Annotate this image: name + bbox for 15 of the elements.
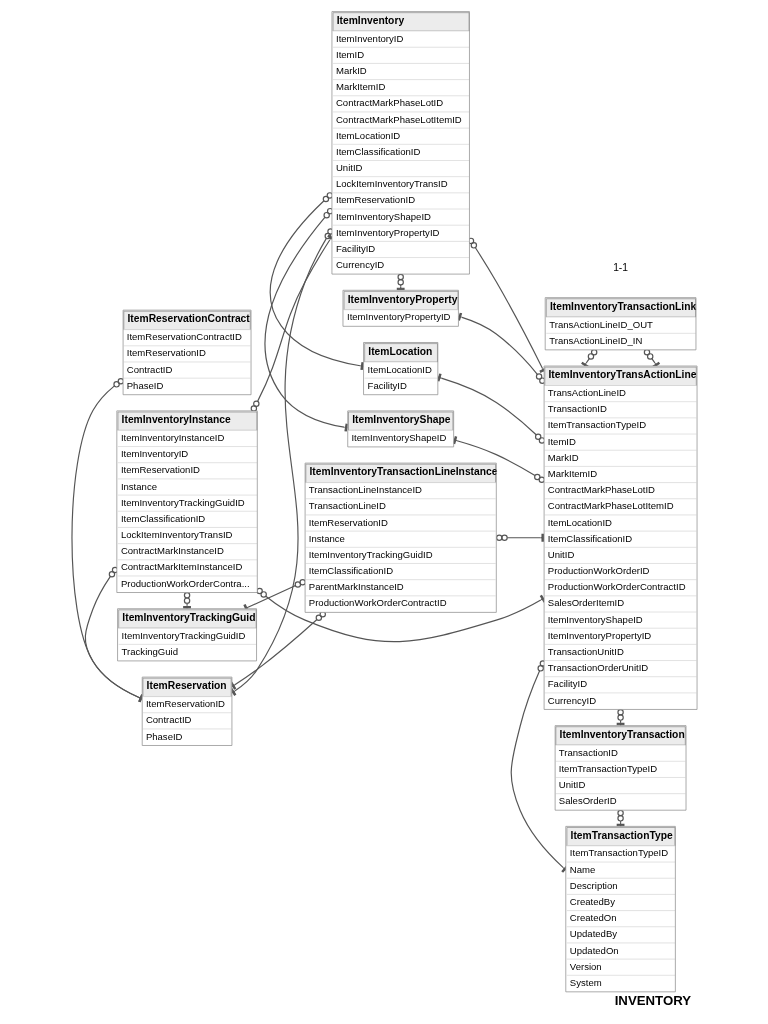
node-text: ItemReservation ItemReservationID ContractID PhaseID (145, 680, 227, 742)
label: 1-1 (612, 261, 628, 273)
node-text: ItemInventoryTransaction TransactionID ItemTransactionTypeID UnitID SalesOrderID (558, 728, 685, 807)
node-text: ItemInventoryTrackingGuid ItemInventoryTrackingGuidID TrackingGuid (121, 611, 255, 657)
node-text: ItemLocation ItemLocationID FacilityID (367, 345, 432, 391)
node-text: ItemInventoryShape ItemInventoryShapeID (350, 414, 450, 443)
node-text: ItemInventoryProperty ItemInventoryPropertyID (346, 293, 457, 323)
node-text: ItemInventory ItemInventoryID ItemID MarkID MarkItemID ContractMarkPhaseLotID ContractMarkPhaseLotItemID ItemLocationID ItemClassificationID UnitID LockItemInventoryTransID ItemReservationID ItemInventoryShapeID ItemInventoryPropertyID FacilityID CurrencyID (335, 14, 462, 271)
node-text: ItemTransactionType ItemTransactionTypeID Name Description CreatedBy CreatedOn UpdatedBy UpdatedOn Version System (569, 829, 673, 988)
node-text: ItemReservationContract ItemReservationContractID ItemReservationID ContractID PhaseID (126, 313, 250, 391)
node-text: ItemInventoryTransActionLine TransActionLineID TransactionID ItemTransactionTypeID ItemID MarkID MarkItemID ContractMarkPhaseLotID ContractMarkPhaseLotItemID ItemLocationID ItemClassificationID UnitID ProductionWorkOrderID ProductionWorkOrderContractID SalesOrderItemID ItemInventoryShapeID ItemInventoryPropertyID TransactionUnitID TransactionOrderUnitID FacilityID CurrencyID (547, 369, 696, 706)
node-text: ItemInventoryTransactionLink TransActionLineID_OUT TransActionLineID_IN (548, 300, 696, 346)
node-text: ItemInventoryTransactionLineInstance TransactionLineInstanceID TransactionLineID ItemReservationID Instance ItemInventoryTrackingGuidID ItemClassificationID ParentMarkInstanceID ProductionWorkOrderContractID (308, 466, 497, 609)
node-text: ItemInventoryInstance ItemInventoryInstanceID ItemInventoryID ItemReservationID Instance ItemInventoryTrackingGuidID ItemClassificationID LockItemInventoryTransID ContractMarkInstanceID ContractMarkItemInstanceID ProductionWorkOrderContra... (120, 414, 250, 589)
caption: INVENTORY (614, 992, 691, 1008)
